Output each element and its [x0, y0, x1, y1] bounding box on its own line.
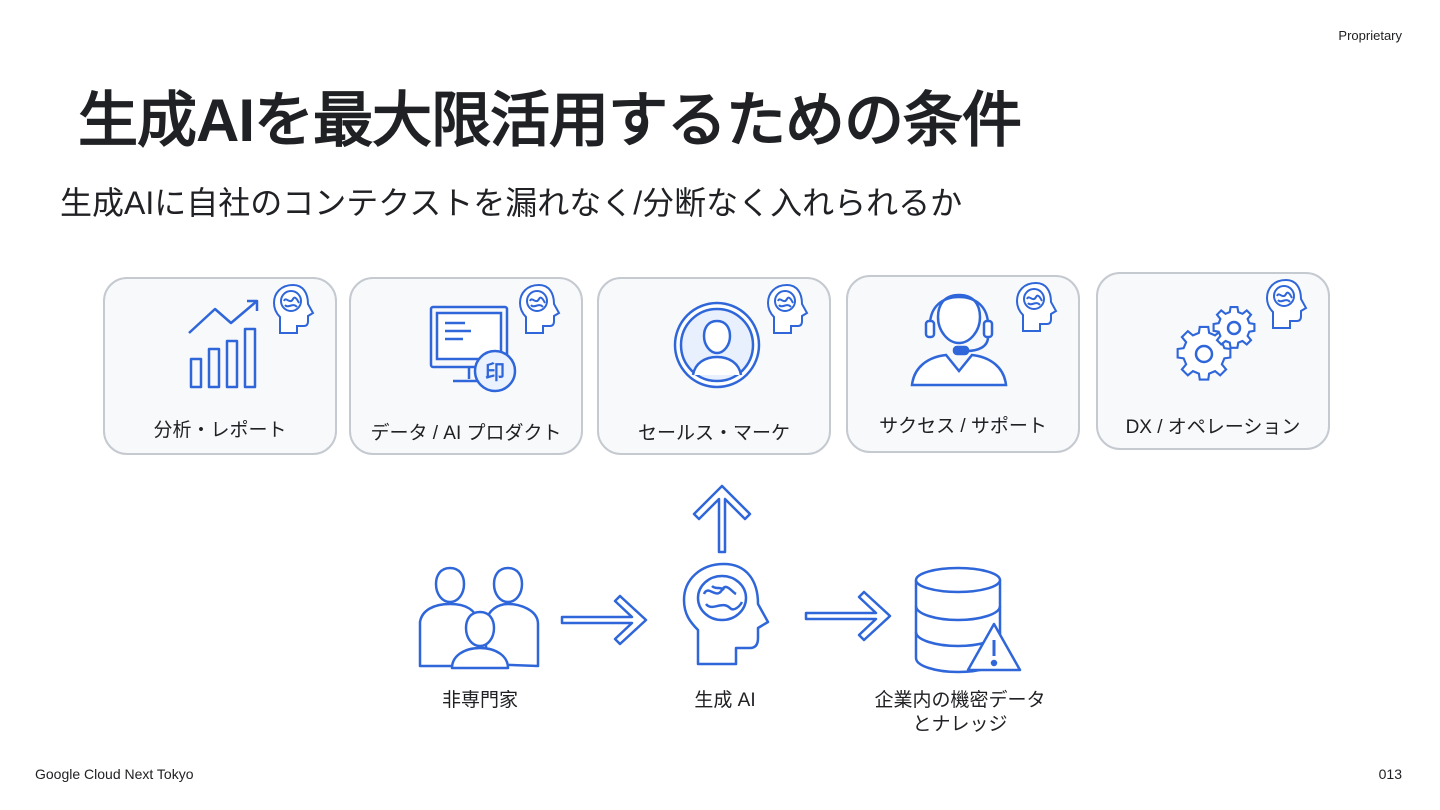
chart-trend-icon [188, 299, 259, 389]
svg-text:印: 印 [485, 360, 505, 384]
arrow-right-icon [804, 590, 892, 642]
card-success-support: サクセス / サポート [846, 275, 1080, 453]
brain-head-icon [518, 283, 561, 334]
brain-head-icon [1265, 278, 1308, 329]
arrow-up-icon [692, 484, 752, 554]
card-label: 分析・レポート [153, 420, 287, 441]
proprietary-label: Proprietary [1338, 28, 1402, 43]
people-group-icon [418, 566, 540, 670]
card-label: DX / オペレーション [1125, 417, 1301, 438]
person-avatar-icon [673, 301, 761, 389]
page-title: 生成AIを最大限活用するための条件 [78, 87, 1022, 154]
brain-head-icon [766, 283, 809, 334]
brain-head-icon [272, 283, 315, 334]
headset-agent-icon [910, 293, 1008, 387]
card-label: セールス・マーケ [637, 423, 790, 444]
arrow-right-icon [560, 594, 648, 646]
gears-icon [1176, 305, 1256, 381]
card-data-ai-product: 印 データ / AI プロダクト [349, 277, 583, 455]
monitor-document-icon: 印 [429, 305, 517, 393]
page-number: 013 [1378, 766, 1402, 782]
card-analytics: 分析・レポート [103, 277, 337, 455]
page-subtitle: 生成AIに自社のコンテクストを漏れなく/分断なく入れられるか [60, 185, 963, 221]
flow-target-label-line2: とナレッジ [912, 714, 1008, 735]
card-sales-marketing: セールス・マーケ [597, 277, 831, 455]
flow-source-label: 非専門家 [441, 690, 518, 711]
card-label: データ / AI プロダクト [370, 423, 562, 444]
brain-head-icon [1015, 281, 1058, 332]
database-warning-icon [914, 566, 1022, 674]
flow-target-label-line1: 企業内の機密データ [874, 690, 1046, 711]
flow-center-label: 生成 AI [694, 690, 756, 711]
footer-event-name: Google Cloud Next Tokyo [35, 766, 194, 782]
card-label: サクセス / サポート [879, 416, 1047, 437]
card-dx-operations: DX / オペレーション [1096, 272, 1330, 450]
generative-ai-brain-icon [682, 562, 770, 666]
